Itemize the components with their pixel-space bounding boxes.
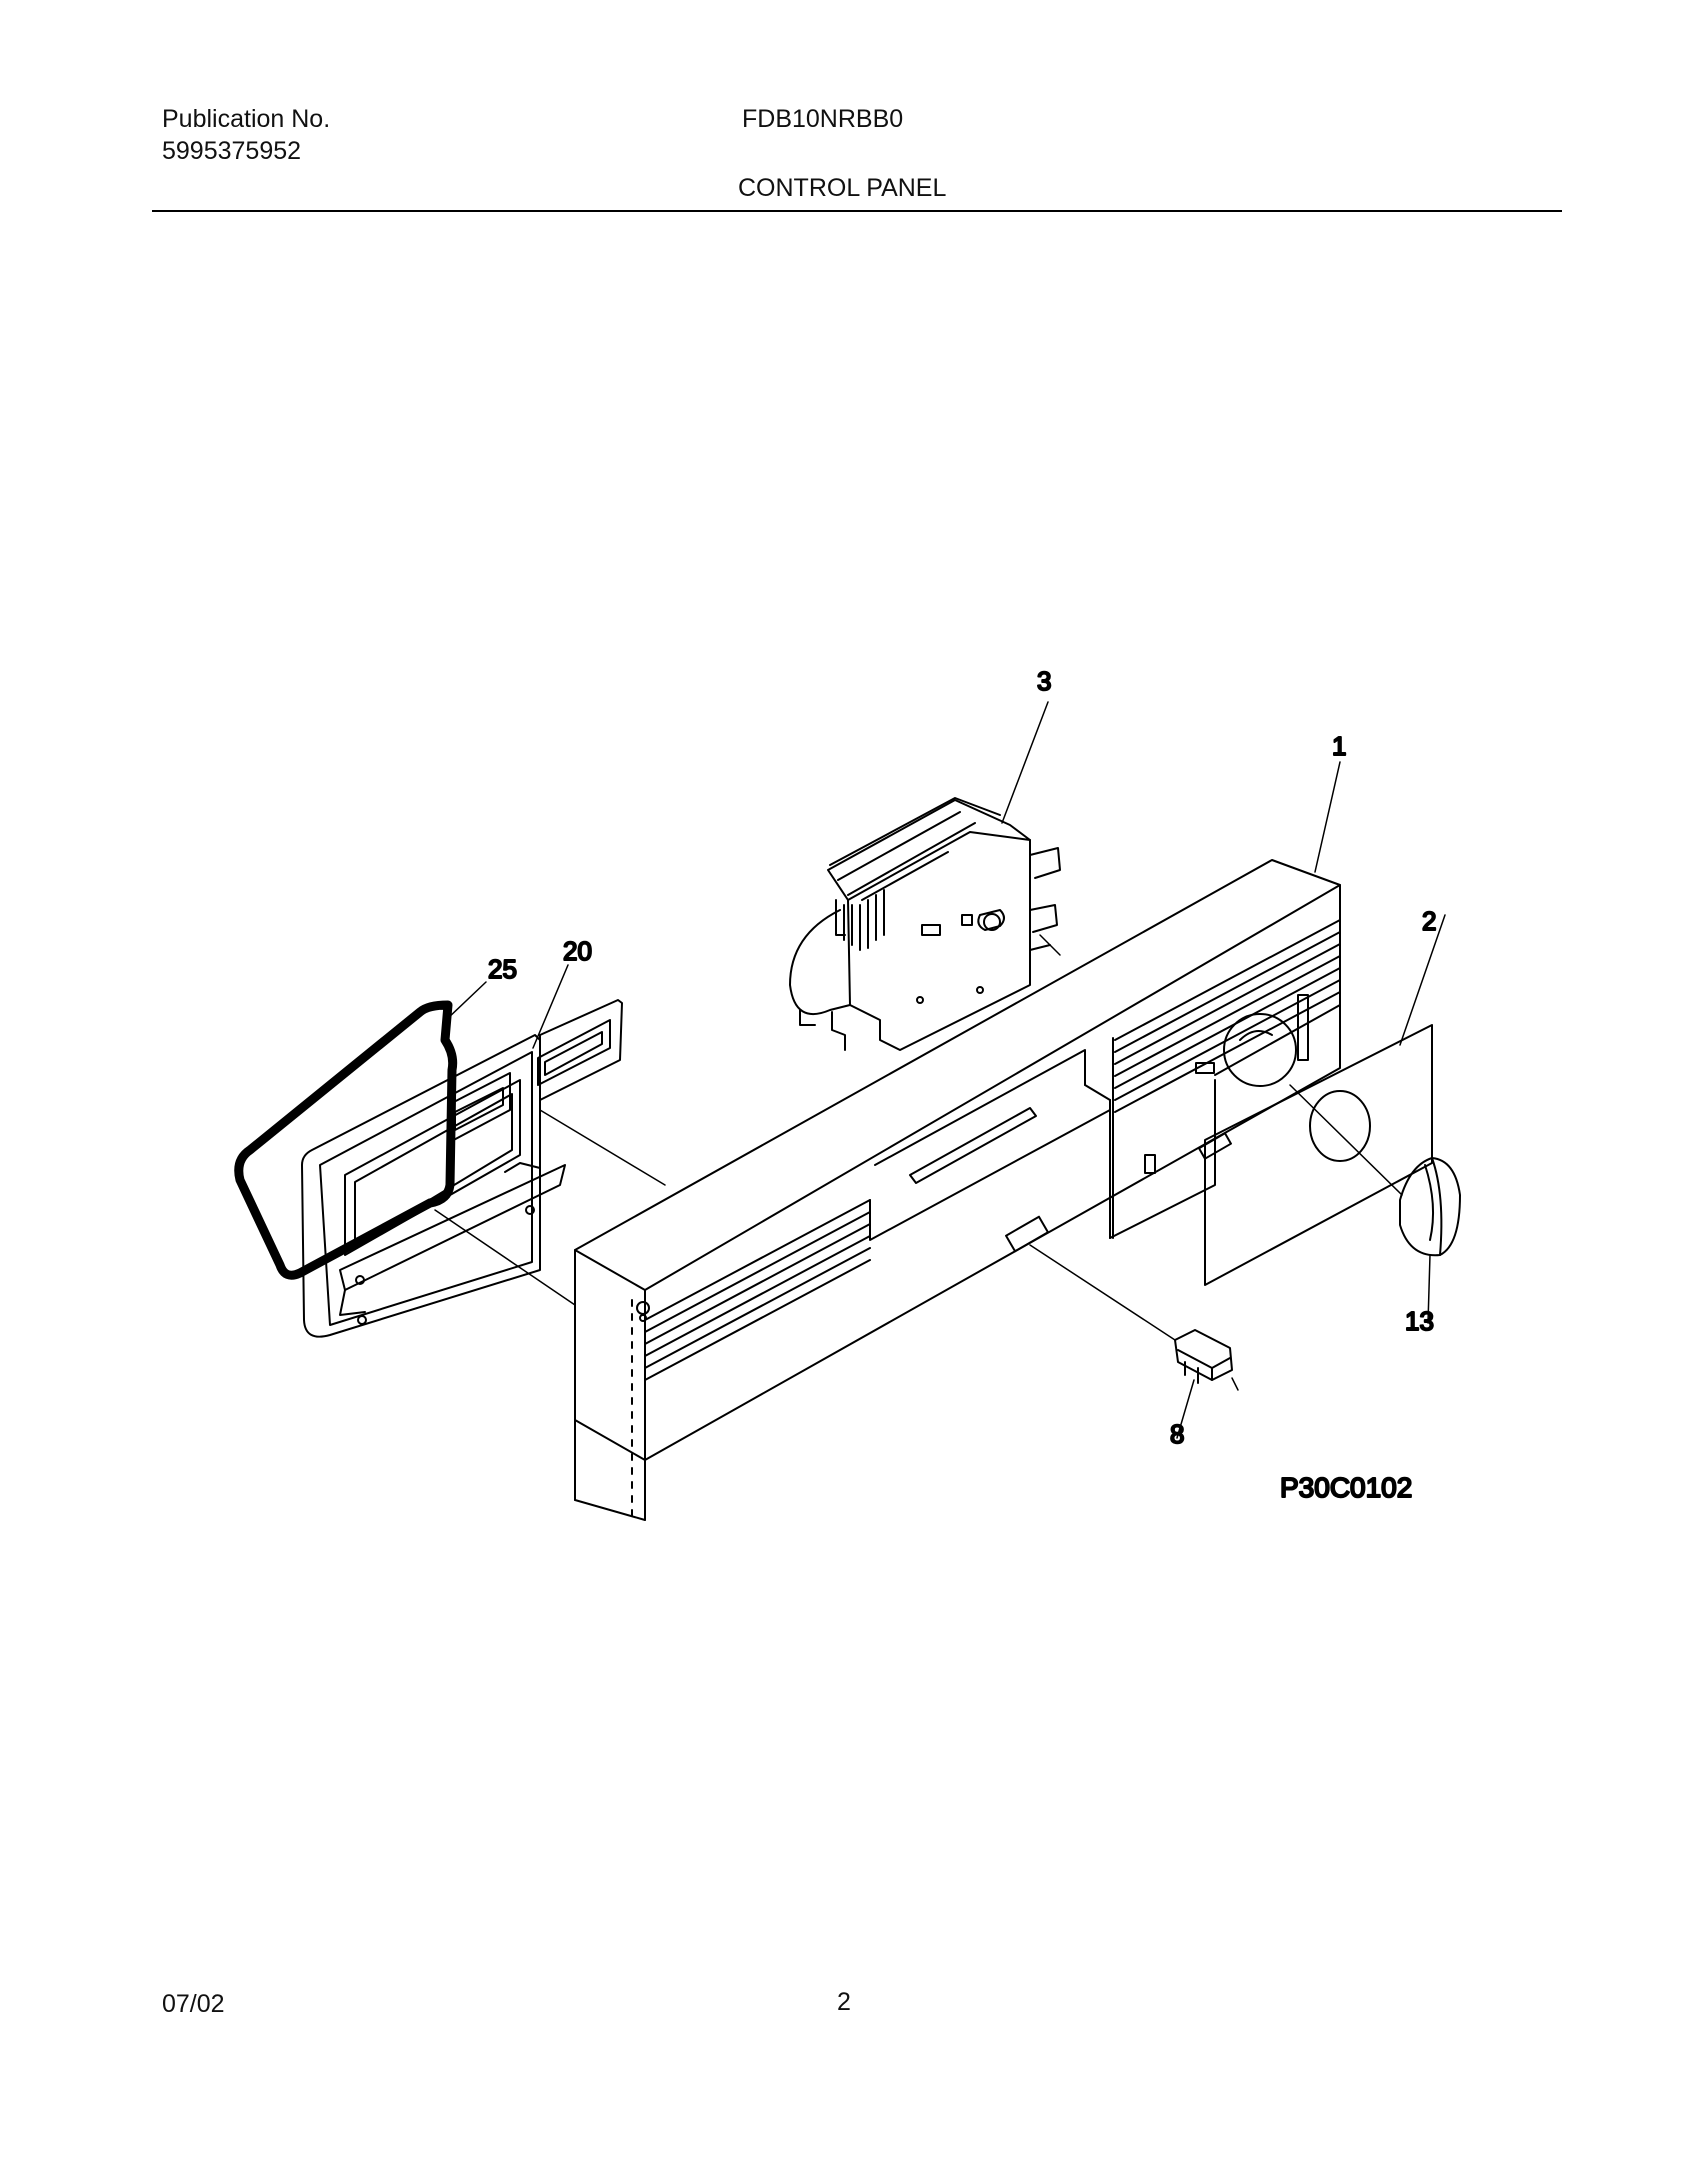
section-title: CONTROL PANEL [738, 174, 947, 202]
header-rule [152, 210, 1562, 212]
timer-part [789, 797, 1061, 1051]
publication-number: 5995375952 [162, 137, 302, 165]
model-number: FDB10NRBB0 [742, 105, 904, 133]
label-knob: 13 [1405, 1306, 1434, 1336]
page-number: 2 [837, 1988, 851, 2016]
label-dispenser: 20 [563, 936, 592, 966]
overlay-part [1204, 1024, 1433, 1286]
footer-date: 07/02 [162, 1990, 225, 2018]
publication-label: Publication No. [162, 105, 331, 133]
label-control-panel: 1 [1332, 731, 1346, 761]
assembly-guide-lines [434, 934, 1403, 1391]
figure-code: P30C0102 [1280, 1472, 1412, 1503]
switch-part [1174, 1329, 1233, 1384]
label-gasket: 25 [488, 954, 517, 984]
label-timer: 3 [1037, 666, 1051, 696]
control-panel-part [574, 859, 1341, 1521]
dispenser-part [301, 999, 623, 1338]
label-switch: 8 [1170, 1419, 1184, 1449]
gasket-part [234, 1000, 458, 1280]
knob-part [1399, 1157, 1461, 1257]
leader-lines [445, 701, 1446, 1439]
label-overlay: 2 [1422, 906, 1436, 936]
